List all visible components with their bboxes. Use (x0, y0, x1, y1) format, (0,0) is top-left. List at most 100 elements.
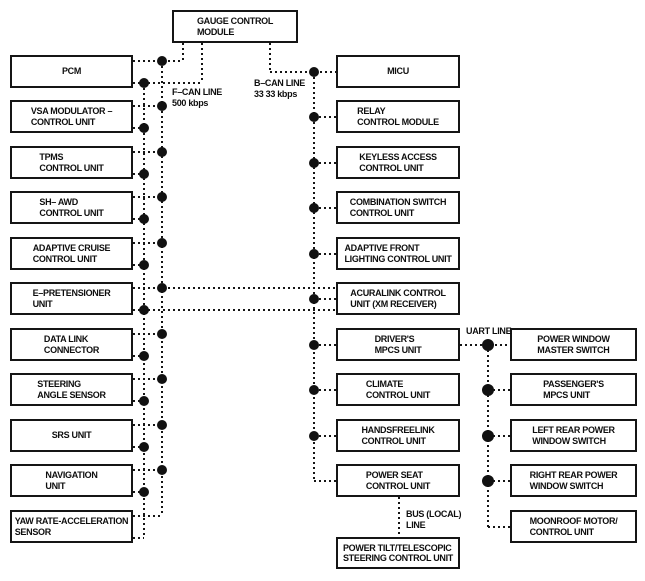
vsa-modulator-label: VSA MODULATOR –CONTROL UNIT (30, 106, 113, 127)
b-can-line-label-line: B–CAN LINE (254, 78, 306, 88)
moonroof-motor-label: MOONROOF MOTOR/CONTROL UNIT (530, 516, 618, 537)
acuralink-label-line: UNIT (XM RECEIVER) (350, 298, 437, 309)
bcan-trunk (313, 72, 315, 481)
steering-angle-sensor-label-line: STEERING (37, 379, 81, 389)
adaptive-front-link (314, 253, 336, 255)
keyless-link (314, 162, 336, 164)
uart-line-label-line: UART LINE (466, 326, 512, 336)
right-rear-link (488, 480, 510, 482)
left-rear-window-label-line: LEFT REAR POWER (532, 425, 615, 435)
fcan-node (157, 192, 167, 202)
tpms-bottom-link (133, 173, 144, 175)
handsfreelink-link (314, 435, 336, 437)
bcan-node (309, 67, 319, 77)
fcan-node (157, 101, 167, 111)
navigation-bottom-link (133, 491, 144, 493)
adaptive-front-lighting-label-line: ADAPTIVE FRONT (344, 243, 420, 253)
left-rear-link (488, 435, 510, 437)
adaptive-cruise-top-link (133, 242, 162, 244)
micu-label-line: MICU (387, 66, 409, 77)
fcan-node (157, 329, 167, 339)
fcan-node (139, 169, 149, 179)
steering-top-link (133, 378, 162, 380)
data-link-connector-label-line: DATA LINK (43, 334, 89, 344)
steering-bottom-link (133, 400, 144, 402)
uart-node (482, 430, 494, 442)
srs-unit-box: SRS UNIT (10, 419, 133, 452)
sh-awd-label-line: CONTROL UNIT (39, 207, 104, 218)
tpms-label-line: CONTROL UNIT (39, 162, 104, 173)
power-seat-label-line: POWER SEAT (365, 470, 423, 480)
relay-control-module-label-line: CONTROL MODULE (357, 116, 439, 127)
vsa-modulator-label-line: CONTROL UNIT (30, 116, 96, 127)
sh-awd-label-line: SH– AWD (39, 197, 78, 207)
data-link-connector-label-line: CONNECTOR (43, 344, 100, 355)
relay-link (314, 116, 336, 118)
adaptive-cruise-label-line: CONTROL UNIT (32, 253, 98, 264)
power-tilt-telescopic-label-line: STEERING CONTROL UNIT (342, 553, 454, 563)
micu-box: MICU (336, 55, 460, 88)
power-seat-label-line: CONTROL UNIT (365, 480, 431, 491)
fcan-node (157, 465, 167, 475)
fcan-node (157, 238, 167, 248)
climate-control-label-line: CLIMATE (365, 379, 404, 389)
gauge-fcan-pin-1 (182, 43, 184, 61)
bcan-node (309, 431, 319, 441)
drivers-mpcs-label-line: DRIVER'S (374, 334, 415, 344)
power-window-master-label-line: POWER WINDOW (537, 334, 610, 344)
bcan-node (309, 158, 319, 168)
fcan-node (139, 260, 149, 270)
combination-switch-label-line: CONTROL UNIT (349, 207, 415, 218)
bcan-node (309, 385, 319, 395)
bus-local-line (398, 497, 400, 537)
fcan-node (139, 351, 149, 361)
vsa-bottom-link (133, 127, 144, 129)
bcan-node (309, 112, 319, 122)
yaw-bottom-link (133, 537, 144, 539)
fcan-node (157, 147, 167, 157)
data-link-bottom-link (133, 355, 144, 357)
right-rear-window-label-line: RIGHT REAR POWER (529, 470, 618, 480)
acuralink-bcan-link (314, 298, 336, 300)
sh-awd-bottom-link (133, 218, 144, 220)
fcan-node (139, 214, 149, 224)
gauge-control-module-label-line: GAUGE CONTROL (196, 16, 274, 26)
combination-link (314, 207, 336, 209)
uart-node (482, 475, 494, 487)
srs-unit-label: SRS UNIT (52, 430, 92, 441)
pcm-box: PCM (10, 55, 133, 88)
adaptive-cruise-bottom-link (133, 264, 144, 266)
